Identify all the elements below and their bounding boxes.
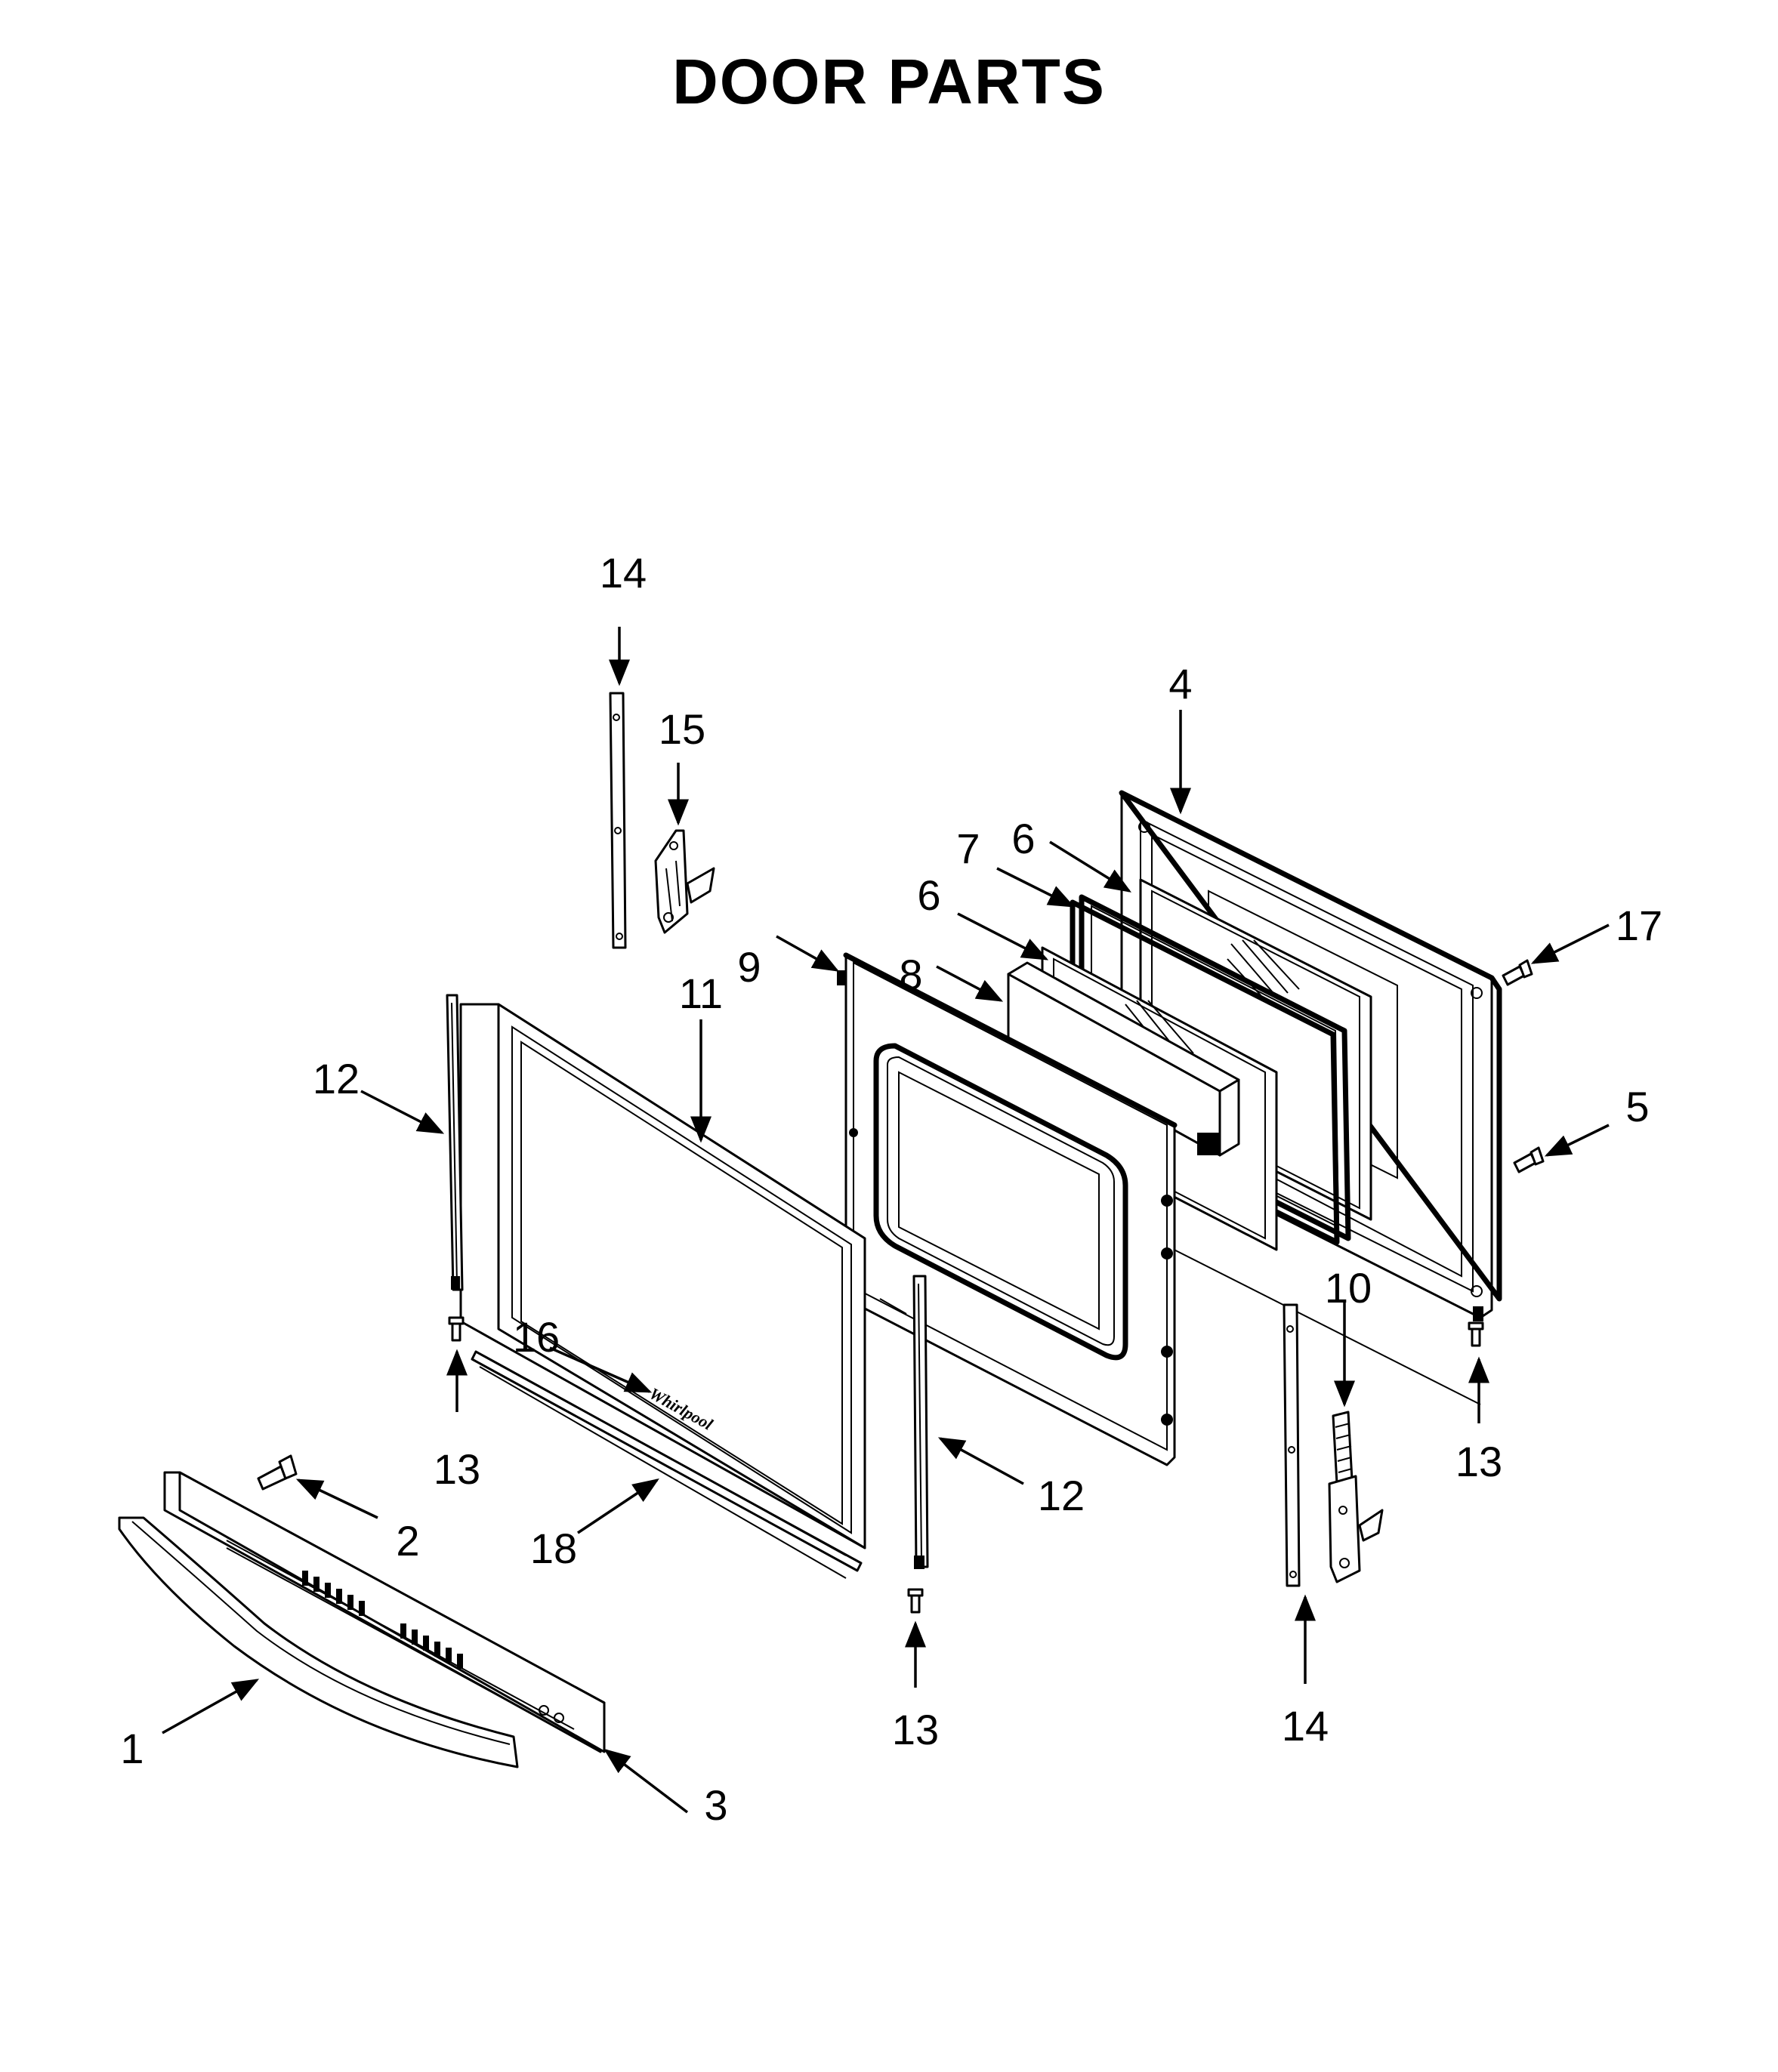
side-channel-12-left bbox=[446, 994, 464, 1291]
callout-1: 1 bbox=[120, 1725, 144, 1772]
screw-13-center bbox=[907, 1588, 924, 1614]
callout-12-right: 12 bbox=[1038, 1472, 1085, 1519]
callout-11: 11 bbox=[679, 970, 723, 1017]
callout-4: 4 bbox=[1168, 660, 1192, 708]
callout-labels: 14 15 4 7 6 6 17 9 8 11 12 5 10 16 13 13… bbox=[120, 549, 1662, 1829]
callout-6-rear: 6 bbox=[1011, 815, 1035, 862]
handle-mount-3 bbox=[163, 1471, 606, 1753]
callout-9: 9 bbox=[737, 943, 761, 991]
callout-13-center: 13 bbox=[892, 1706, 939, 1753]
hinge-10 bbox=[1328, 1411, 1384, 1583]
callout-3: 3 bbox=[704, 1781, 727, 1829]
page-title: DOOR PARTS bbox=[672, 46, 1106, 117]
trim-18 bbox=[471, 1350, 863, 1572]
hinge-channel-14-right bbox=[1283, 1303, 1301, 1587]
callout-13-left: 13 bbox=[434, 1445, 480, 1493]
callout-5: 5 bbox=[1625, 1083, 1649, 1130]
screw-2 bbox=[257, 1454, 298, 1491]
side-channel-12-right bbox=[879, 1275, 929, 1569]
callout-8: 8 bbox=[899, 951, 922, 998]
callout-16: 16 bbox=[513, 1313, 560, 1361]
screw-17 bbox=[1502, 959, 1533, 986]
hinge-channel-14-left bbox=[609, 692, 627, 949]
leader-arrows bbox=[162, 627, 1610, 1814]
callout-14-right: 14 bbox=[1282, 1702, 1329, 1750]
callout-6-front: 6 bbox=[917, 871, 940, 919]
insulation-8 bbox=[1007, 961, 1240, 1157]
outer-door-panel-11 bbox=[459, 1003, 866, 1579]
hinge-15 bbox=[654, 829, 715, 934]
callout-15: 15 bbox=[659, 705, 705, 753]
callout-14: 14 bbox=[600, 549, 647, 597]
screw-5 bbox=[1513, 1146, 1545, 1173]
door-liner-9 bbox=[837, 952, 1178, 1466]
screw-13-right bbox=[1468, 1321, 1484, 1347]
callout-10: 10 bbox=[1325, 1264, 1372, 1312]
callout-17: 17 bbox=[1616, 902, 1662, 949]
screw-13-left bbox=[448, 1316, 465, 1342]
callout-12-left: 12 bbox=[313, 1055, 360, 1102]
handle-1 bbox=[118, 1516, 519, 1768]
callout-18: 18 bbox=[530, 1525, 577, 1572]
callout-13-right: 13 bbox=[1455, 1438, 1502, 1485]
callout-7: 7 bbox=[956, 825, 980, 872]
callout-2: 2 bbox=[396, 1517, 419, 1565]
